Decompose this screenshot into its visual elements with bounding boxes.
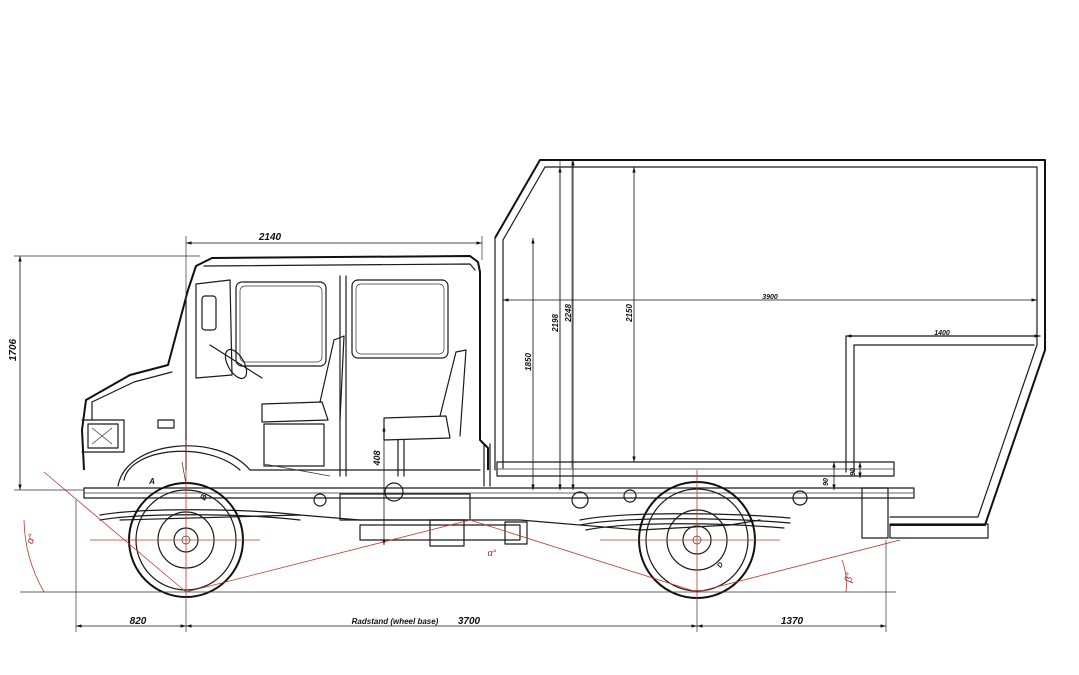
chassis xyxy=(83,443,915,547)
angle-approach: α° xyxy=(25,533,39,546)
dim-cab-height: 1706 xyxy=(8,338,19,361)
dim-body-length: 3900 xyxy=(762,294,778,301)
angle-departure: β° xyxy=(843,572,856,584)
dim-front-overhang: 820 xyxy=(130,616,147,627)
dim-wheelbase: 3700 xyxy=(458,616,481,627)
dim-wheelbase-label: Radstand (wheel base) xyxy=(352,617,439,626)
marker-b: B xyxy=(198,493,209,502)
angle-ramp: α° xyxy=(488,548,497,558)
dim-body-height-mid: 2198 xyxy=(551,314,560,333)
cab xyxy=(81,255,489,487)
dimension-lines xyxy=(14,160,1040,632)
angle-geometry xyxy=(20,440,901,600)
marker-a: A xyxy=(148,477,155,486)
dim-seat-height: 408 xyxy=(372,450,382,466)
dim-side-panel: 1850 xyxy=(524,353,533,371)
dim-body-height-outer: 2248 xyxy=(564,304,573,323)
cargo-box xyxy=(494,159,1046,539)
dim-rear-step: 1400 xyxy=(934,330,950,337)
dim-floor-a: 90 xyxy=(823,478,830,486)
dim-floor-b: 90 xyxy=(850,468,857,476)
dim-rear-overhang: 1370 xyxy=(781,616,804,627)
dim-body-height-inner: 2150 xyxy=(625,304,634,323)
marker-d: D xyxy=(716,561,725,569)
dim-cab-length: 2140 xyxy=(258,232,282,243)
